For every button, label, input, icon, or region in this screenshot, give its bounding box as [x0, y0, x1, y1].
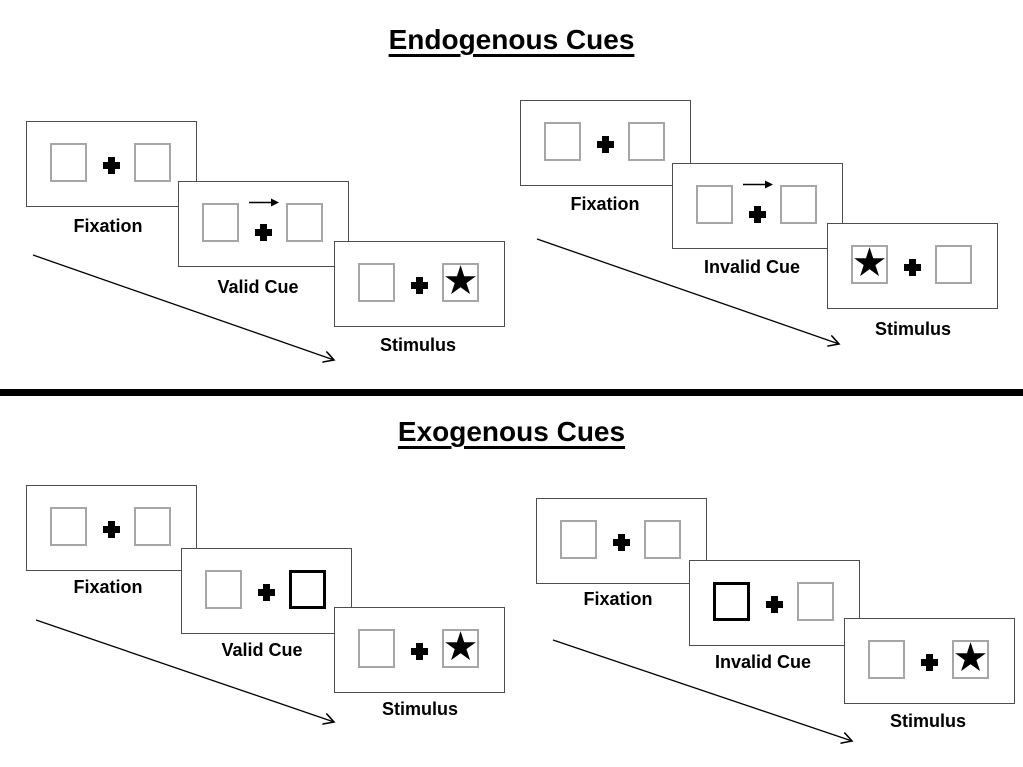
- endogenous-valid-fixation-frame: [26, 121, 197, 207]
- left-placeholder-box: [50, 507, 87, 546]
- exogenous-valid-cue-frame: [181, 548, 352, 634]
- section-title-text: Exogenous Cues: [397, 416, 626, 447]
- left-placeholder-box: [560, 520, 597, 559]
- fixation-cross-icon: [103, 521, 120, 538]
- frame-label-valid-cue: Valid Cue: [221, 640, 303, 660]
- left-placeholder-box: [358, 629, 395, 668]
- right-placeholder-box: [628, 122, 665, 161]
- left-placeholder-box: [696, 185, 733, 224]
- timeline-arrow: [536, 238, 852, 354]
- timeline-arrow: [32, 254, 348, 370]
- endogenous-invalid-stimulus-frame: ★: [827, 223, 998, 309]
- frame-label-fixation: Fixation: [73, 577, 143, 597]
- endogenous-invalid-cue-frame: [672, 163, 843, 249]
- timeline-arrow: [35, 619, 348, 733]
- target-star-icon: ★: [442, 259, 479, 303]
- cue-arrow-icon: [743, 180, 773, 189]
- section-title-exogenous: Exogenous Cues: [0, 416, 1023, 448]
- right-placeholder-box: [780, 185, 817, 224]
- frame-label-fixation: Fixation: [73, 216, 143, 236]
- left-highlighted-cue-box: [713, 582, 750, 621]
- right-placeholder-box: [644, 520, 681, 559]
- target-star-icon: ★: [952, 636, 989, 680]
- left-placeholder-box: [868, 640, 905, 679]
- frame-label-fixation: Fixation: [570, 194, 640, 214]
- right-highlighted-cue-box: [289, 570, 326, 609]
- fixation-cross-icon: [255, 224, 272, 241]
- endogenous-valid-stimulus-frame: ★: [334, 241, 505, 327]
- fixation-cross-icon: [103, 157, 120, 174]
- right-placeholder-box: [797, 582, 834, 621]
- left-placeholder-box: [544, 122, 581, 161]
- exogenous-invalid-fixation-frame: [536, 498, 707, 584]
- right-target-box: ★: [442, 259, 479, 303]
- fixation-cross-icon: [904, 259, 921, 276]
- frame-label-fixation: Fixation: [583, 589, 653, 609]
- fixation-cross-icon: [921, 654, 938, 671]
- frame-label-invalid-cue: Invalid Cue: [714, 652, 812, 672]
- exogenous-invalid-cue-frame: [689, 560, 860, 646]
- fixation-cross-icon: [411, 643, 428, 660]
- fixation-cross-icon: [613, 534, 630, 551]
- right-placeholder-box: [134, 507, 171, 546]
- endogenous-invalid-fixation-frame: [520, 100, 691, 186]
- frame-label-stimulus: Stimulus: [381, 699, 458, 719]
- right-placeholder-box: [935, 245, 972, 284]
- fixation-cross-icon: [766, 596, 783, 613]
- frame-label-valid-cue: Valid Cue: [217, 277, 299, 297]
- fixation-cross-icon: [749, 206, 766, 223]
- exogenous-valid-stimulus-frame: ★: [334, 607, 505, 693]
- left-placeholder-box: [358, 263, 395, 302]
- target-star-icon: ★: [851, 241, 888, 285]
- timeline-arrow: [552, 639, 866, 753]
- target-star-icon: ★: [442, 625, 479, 669]
- frame-label-stimulus: Stimulus: [889, 711, 966, 731]
- fixation-cross-icon: [258, 584, 275, 601]
- left-target-box: ★: [851, 241, 888, 285]
- fixation-cross-icon: [597, 136, 614, 153]
- right-target-box: ★: [952, 636, 989, 680]
- frame-label-invalid-cue: Invalid Cue: [703, 257, 801, 277]
- left-placeholder-box: [50, 143, 87, 182]
- frame-label-stimulus: Stimulus: [874, 319, 951, 339]
- cue-arrow-icon: [249, 198, 279, 207]
- frame-label-stimulus: Stimulus: [379, 335, 456, 355]
- section-title-endogenous: Endogenous Cues: [0, 24, 1023, 56]
- fixation-cross-icon: [411, 277, 428, 294]
- left-placeholder-box: [202, 203, 239, 242]
- section-title-text: Endogenous Cues: [388, 24, 635, 55]
- right-target-box: ★: [442, 625, 479, 669]
- exogenous-valid-fixation-frame: [26, 485, 197, 571]
- endogenous-valid-cue-frame: [178, 181, 349, 267]
- section-divider: [0, 389, 1023, 396]
- left-placeholder-box: [205, 570, 242, 609]
- right-placeholder-box: [286, 203, 323, 242]
- exogenous-invalid-stimulus-frame: ★: [844, 618, 1015, 704]
- right-placeholder-box: [134, 143, 171, 182]
